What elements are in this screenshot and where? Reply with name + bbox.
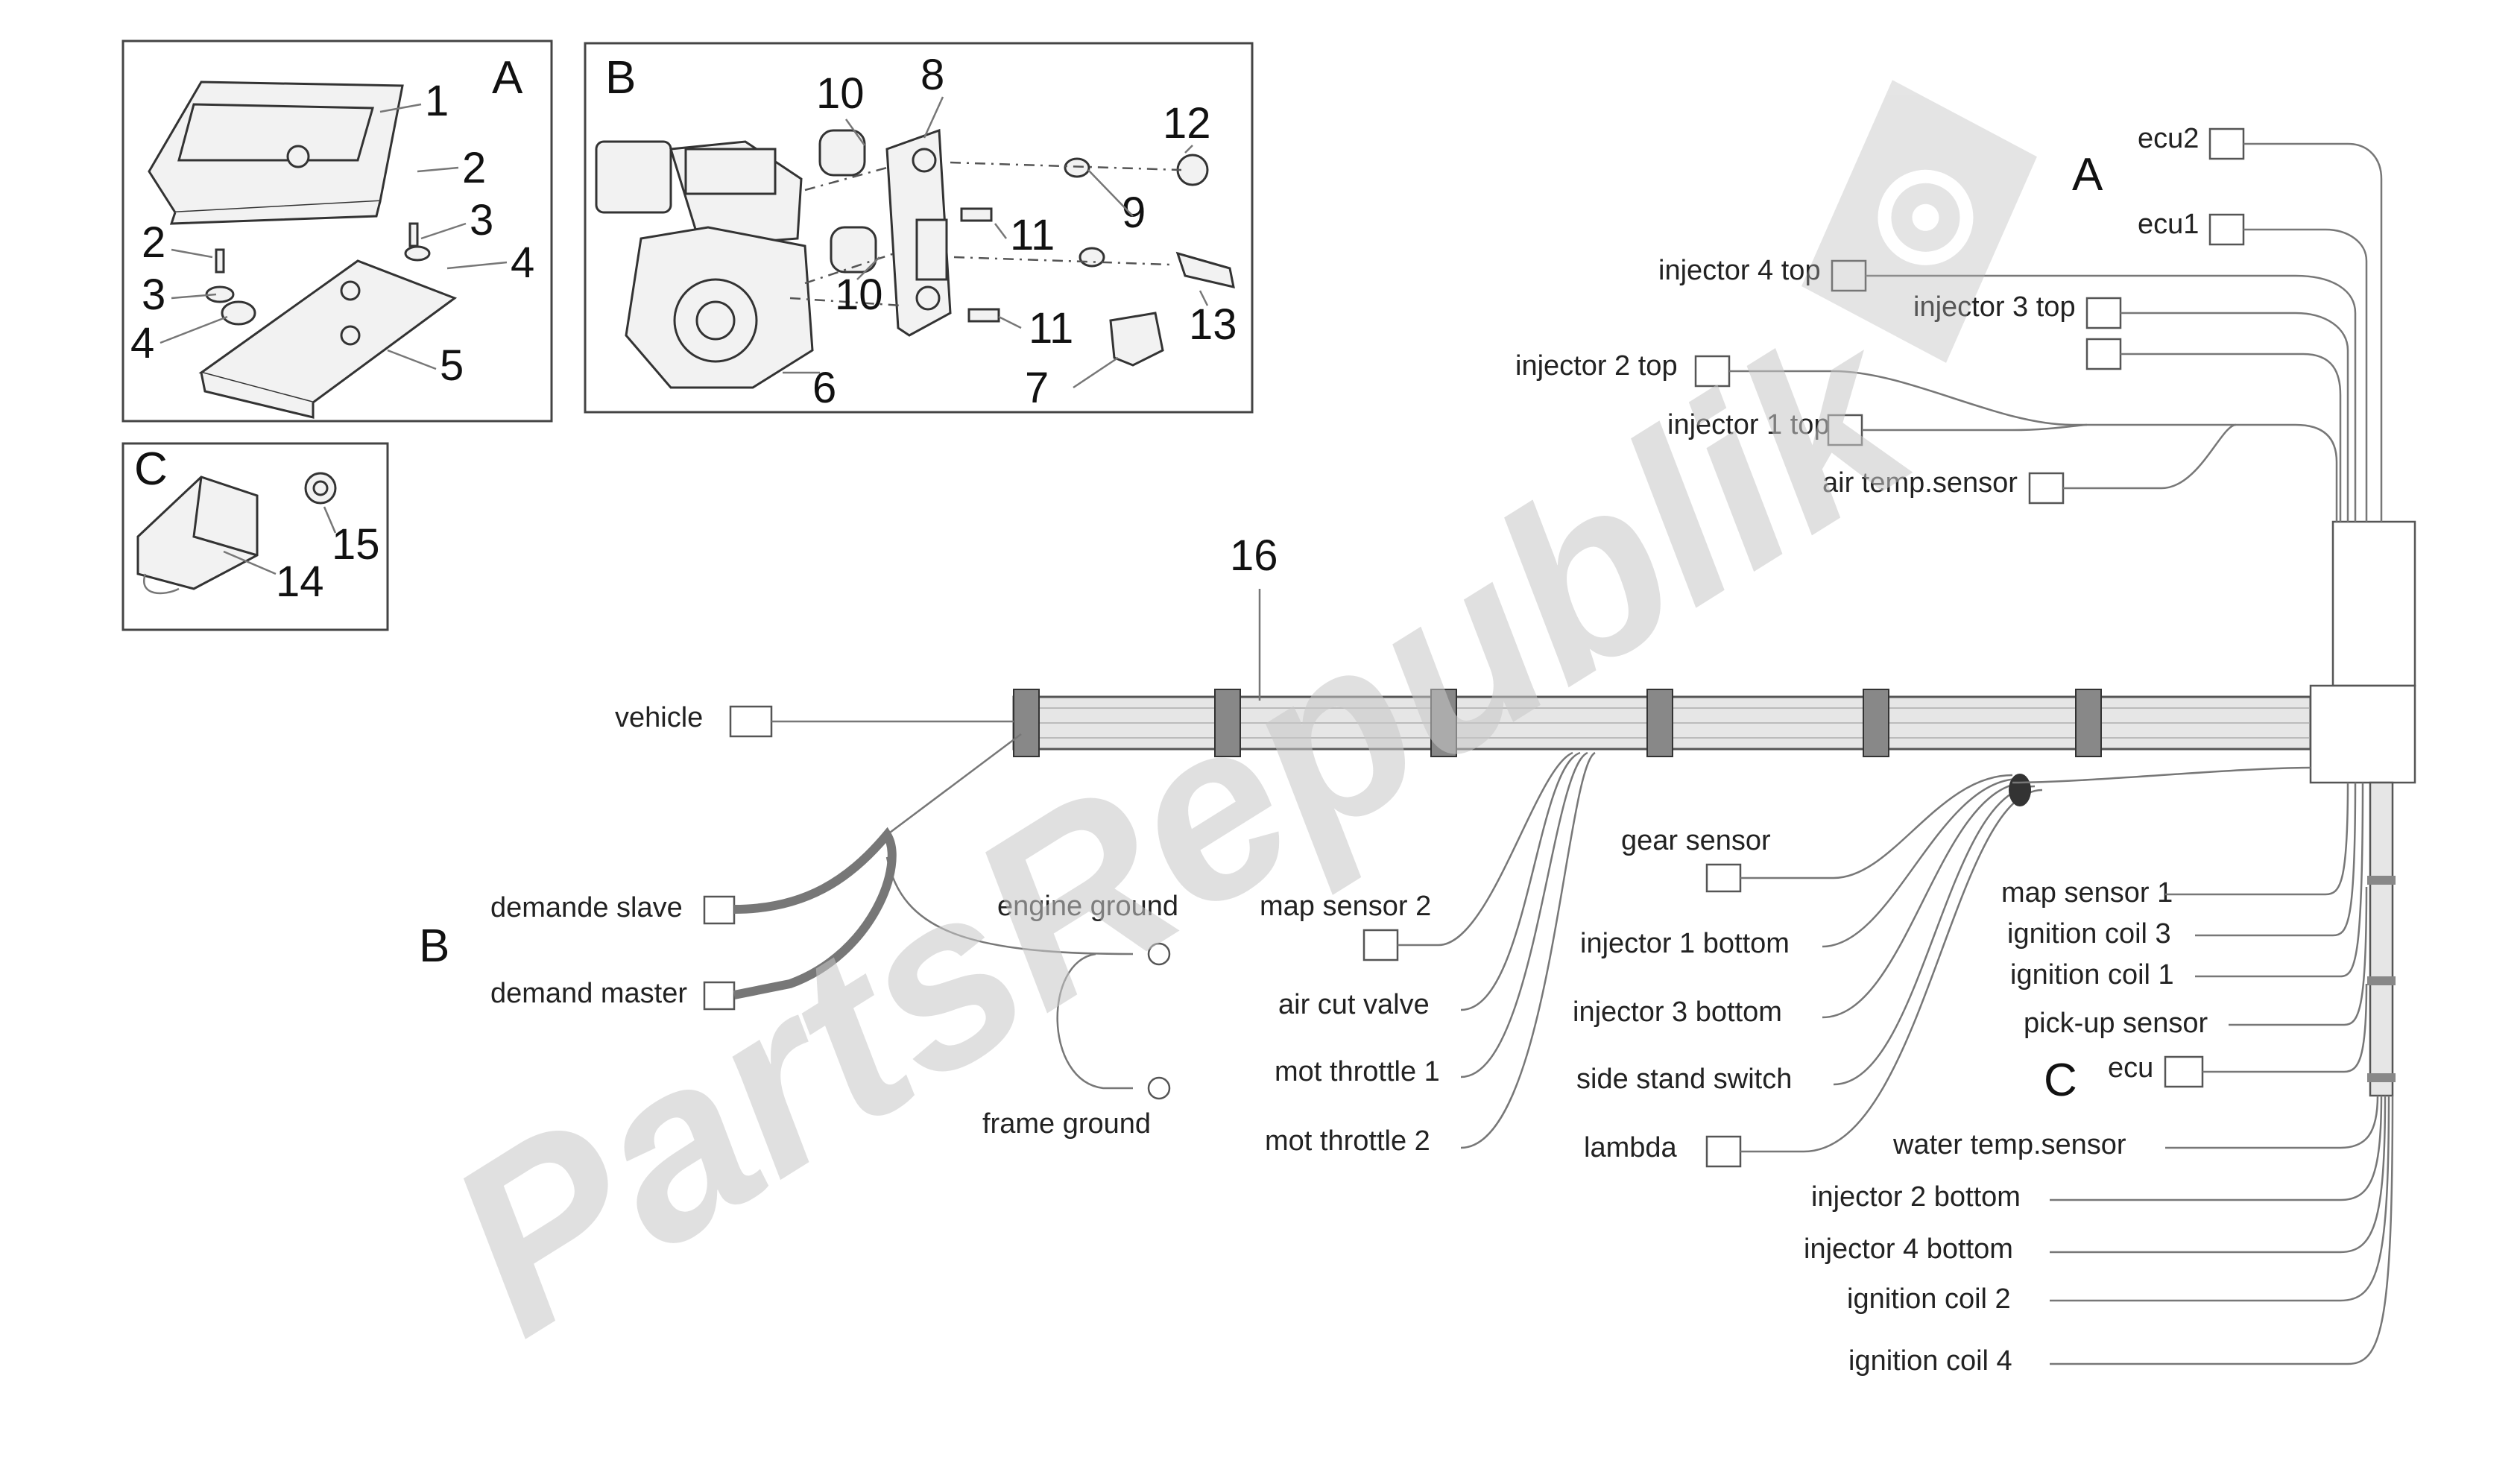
ecu-unit-drawing <box>148 80 404 225</box>
conn-ignition-coil-4: ignition coil 4 <box>1848 1345 2012 1377</box>
callout-11-bottom: 11 <box>1029 304 1073 353</box>
conn-water-temp-sensor: water temp.sensor <box>1892 1129 2126 1160</box>
callout-11-top: 11 <box>1010 211 1055 259</box>
conn-pick-up-sensor: pick-up sensor <box>2024 1008 2208 1039</box>
rubber-mounts-drawing <box>818 129 1235 367</box>
conn-ecu1: ecu1 <box>2138 209 2199 240</box>
conn-vehicle: vehicle <box>615 702 703 733</box>
conn-side-stand-switch: side stand switch <box>1576 1064 1792 1095</box>
callout-2-right: 2 <box>462 144 486 192</box>
conn-injector-3-top: injector 3 top <box>1913 291 2076 323</box>
panel-a: A 1 2 3 4 2 3 4 5 <box>121 40 553 423</box>
conn-ignition-coil-2: ignition coil 2 <box>1847 1283 2011 1315</box>
callout-10-top: 10 <box>816 69 865 118</box>
conn-mot-throttle-1: mot throttle 1 <box>1275 1056 1440 1087</box>
panel-c-label: C <box>134 443 168 495</box>
section-c-marker: C <box>2044 1055 2077 1106</box>
conn-ecu2: ecu2 <box>2138 123 2199 154</box>
callout-6: 6 <box>812 364 836 412</box>
callout-14: 14 <box>276 557 324 606</box>
bracket-plate-drawing <box>885 128 952 337</box>
panel-b: B 10 8 12 9 <box>584 42 1254 414</box>
callout-12: 12 <box>1163 99 1211 148</box>
callout-15: 15 <box>332 520 380 569</box>
relay-unit-drawing <box>136 476 259 595</box>
conn-mot-throttle-2: mot throttle 2 <box>1265 1125 1430 1157</box>
conn-ignition-coil-3: ignition coil 3 <box>2007 918 2171 950</box>
callout-4-left: 4 <box>130 319 154 367</box>
callout-2-left: 2 <box>142 218 165 267</box>
callout-7: 7 <box>1025 364 1049 412</box>
fasteners-a <box>205 222 431 326</box>
panel-c: C 14 15 <box>121 442 389 631</box>
callout-16: 16 <box>1230 531 1278 580</box>
watermark-logo <box>1801 80 2037 363</box>
conn-injector-1-top: injector 1 top <box>1667 409 1830 440</box>
conn-ecu: ecu <box>2108 1052 2153 1084</box>
conn-demand-master: demand master <box>490 978 687 1009</box>
conn-demande-slave: demande slave <box>490 892 683 923</box>
callout-8: 8 <box>920 51 944 99</box>
conn-map-sensor-1: map sensor 1 <box>2001 877 2173 909</box>
conn-air-cut-valve: air cut valve <box>1278 989 1430 1020</box>
conn-injector-1-bottom: injector 1 bottom <box>1580 928 1790 959</box>
conn-injector-2-bottom: injector 2 bottom <box>1811 1181 2021 1213</box>
conn-engine-ground: engine ground <box>997 891 1178 922</box>
conn-injector-4-bottom: injector 4 bottom <box>1804 1233 2013 1265</box>
wiring-harness: 16 A B C ecu2 ecu1 injector 4 top inject… <box>419 123 2416 1377</box>
conn-map-sensor-2: map sensor 2 <box>1260 891 1431 922</box>
section-b-marker: B <box>419 920 449 972</box>
conn-lambda: lambda <box>1584 1132 1677 1163</box>
callout-4-right: 4 <box>511 239 534 287</box>
callout-3-left: 3 <box>142 271 165 319</box>
callout-5: 5 <box>440 341 464 390</box>
throttle-body-drawing <box>595 140 814 389</box>
conn-ignition-coil-1: ignition coil 1 <box>2010 959 2174 991</box>
section-a-marker: A <box>2072 149 2103 200</box>
panel-a-label: A <box>492 52 523 104</box>
callout-3-right: 3 <box>470 196 493 244</box>
conn-air-temp-sensor: air temp.sensor <box>1822 467 2018 499</box>
callout-9: 9 <box>1122 189 1146 237</box>
conn-injector-3-bottom: injector 3 bottom <box>1573 996 1782 1028</box>
callout-1: 1 <box>425 77 449 125</box>
conn-gear-sensor: gear sensor <box>1621 825 1771 856</box>
conn-frame-ground: frame ground <box>982 1108 1151 1140</box>
conn-injector-4-top: injector 4 top <box>1658 255 1821 286</box>
panel-b-label: B <box>605 52 636 104</box>
conn-injector-2-top: injector 2 top <box>1515 350 1678 382</box>
ecu-bracket-drawing <box>198 259 458 419</box>
callout-13: 13 <box>1189 300 1237 349</box>
